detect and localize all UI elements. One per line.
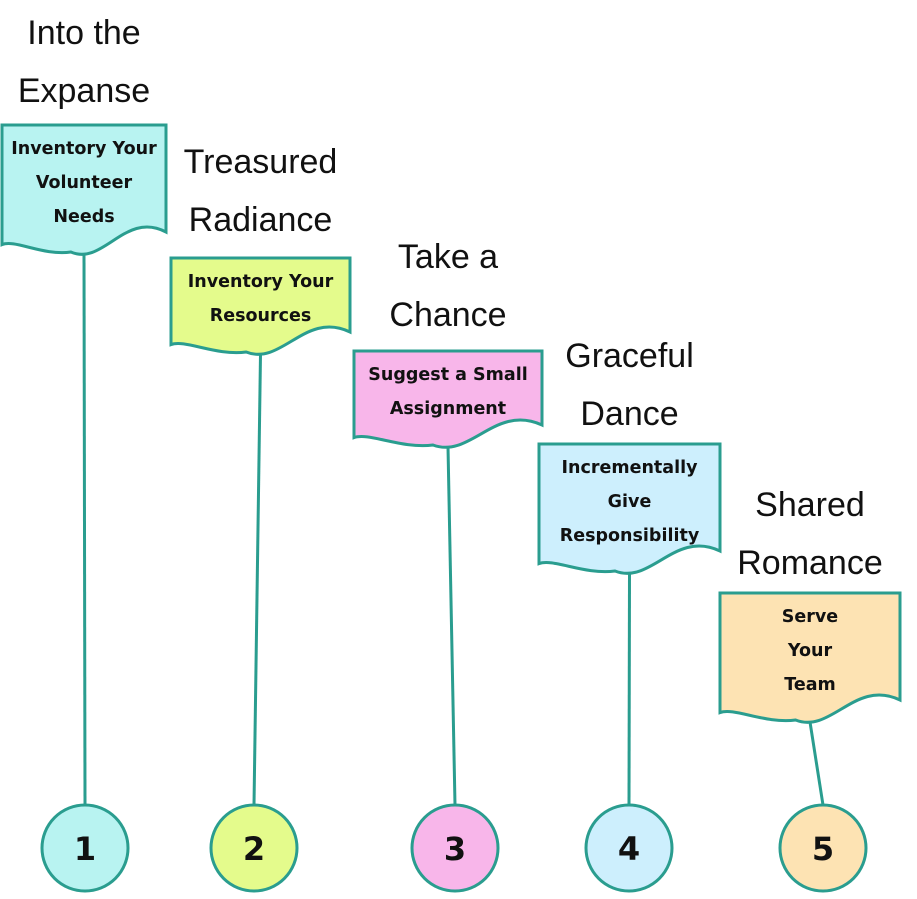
box-label-line: Needs — [53, 207, 114, 227]
box-label-line: Responsibility — [560, 526, 700, 546]
box-label-line: Team — [784, 675, 836, 695]
connector-line — [808, 721, 825, 806]
step-number: 3 — [444, 830, 466, 868]
document-box — [352, 349, 544, 449]
step-heading-line: Take a — [398, 238, 498, 276]
document-box — [169, 256, 352, 356]
box-label-line: Suggest a Small — [368, 365, 527, 385]
step-number-circle — [778, 803, 868, 893]
document-box — [537, 442, 722, 575]
connector-line — [82, 253, 87, 806]
connector-line — [446, 446, 457, 806]
box-label-line: Your — [787, 641, 833, 661]
connector-line — [627, 572, 631, 806]
box-label-line: Volunteer — [36, 173, 133, 193]
step-heading-line: Shared — [755, 486, 865, 524]
step-number: 1 — [74, 830, 96, 868]
box-label-line: Serve — [782, 607, 839, 627]
connector-line — [252, 353, 262, 806]
step-heading-line: Dance — [580, 395, 678, 433]
step-heading-line: Chance — [389, 296, 506, 334]
box-label-line: Incrementally — [562, 458, 699, 478]
step-number: 2 — [243, 830, 265, 868]
document-box — [718, 591, 902, 724]
box-label-line: Inventory Your — [188, 272, 334, 292]
box-label-line: Assignment — [390, 399, 506, 419]
step-heading-line: Into the — [27, 14, 140, 52]
box-label-line: Give — [608, 492, 652, 512]
step-number-circle — [209, 803, 299, 893]
step-number-circle — [584, 803, 674, 893]
step-heading-line: Expanse — [18, 72, 150, 110]
step-number: 4 — [618, 830, 640, 868]
step-number-circle — [410, 803, 500, 893]
step-number: 5 — [812, 830, 834, 868]
step-number-circle — [40, 803, 130, 893]
document-box — [0, 123, 168, 256]
box-label-line: Inventory Your — [11, 139, 157, 159]
step-heading-line: Graceful — [565, 337, 694, 375]
step-heading-line: Treasured — [184, 143, 338, 181]
step-heading-line: Romance — [737, 544, 883, 582]
step-heading-line: Radiance — [189, 201, 333, 239]
box-label-line: Resources — [210, 306, 312, 326]
